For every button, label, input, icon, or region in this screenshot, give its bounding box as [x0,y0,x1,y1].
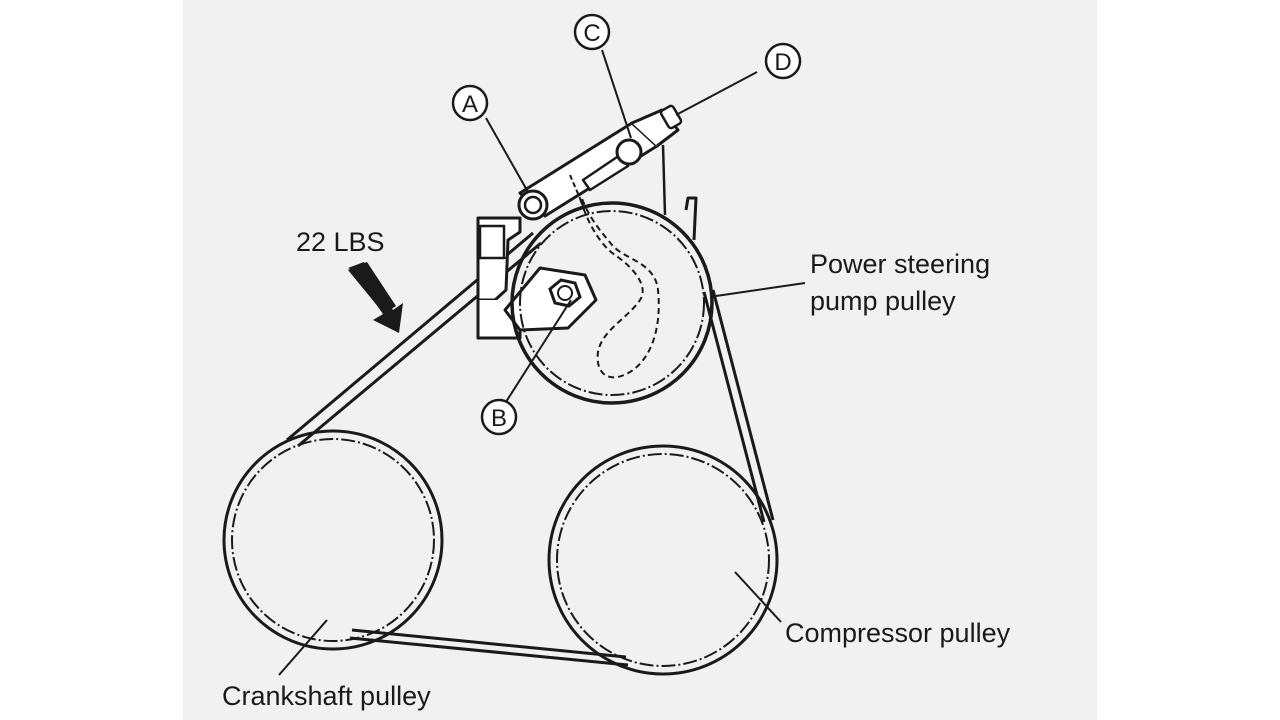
leader-crankshaft [278,619,328,676]
belt-right-span-outer [711,289,775,521]
lock-bolt-a [517,189,549,221]
belt-bottom-span-inner [351,628,627,659]
compressor-pulley [547,444,779,676]
crankshaft-pulley [222,429,444,651]
crankshaft-label: Crankshaft pulley [222,681,431,711]
leader-d [675,71,758,116]
force-arrow [348,262,403,333]
callout-c: C [573,13,611,51]
force-label: 22 LBS [296,227,385,257]
leader-c [601,49,632,139]
callout-b: B [480,398,518,436]
callout-d-text: D [774,49,791,76]
belt-right-span-inner [702,291,766,523]
pump-hidden-outline [574,169,660,379]
leader-lines [278,49,806,676]
leader-compressor [734,571,782,623]
lock-nut-c [615,138,643,166]
power-steering-label-line1: Power steering [810,249,990,279]
leader-a [485,117,529,193]
callout-b-text: B [491,405,507,432]
bracket-block [478,224,506,260]
callout-d: D [764,42,802,80]
callout-c-text: C [583,20,600,47]
belt-bottom-span-outer [349,636,629,667]
callout-a-text: A [462,91,478,118]
leader-b [503,299,572,406]
power-steering-pump-pulley [510,201,714,405]
compressor-label: Compressor pulley [785,618,1011,648]
power-steering-label-line2: pump pulley [810,286,956,316]
leader-power-steering [715,282,806,297]
pivot-bolt-b [548,278,582,308]
callout-a: A [451,84,489,122]
